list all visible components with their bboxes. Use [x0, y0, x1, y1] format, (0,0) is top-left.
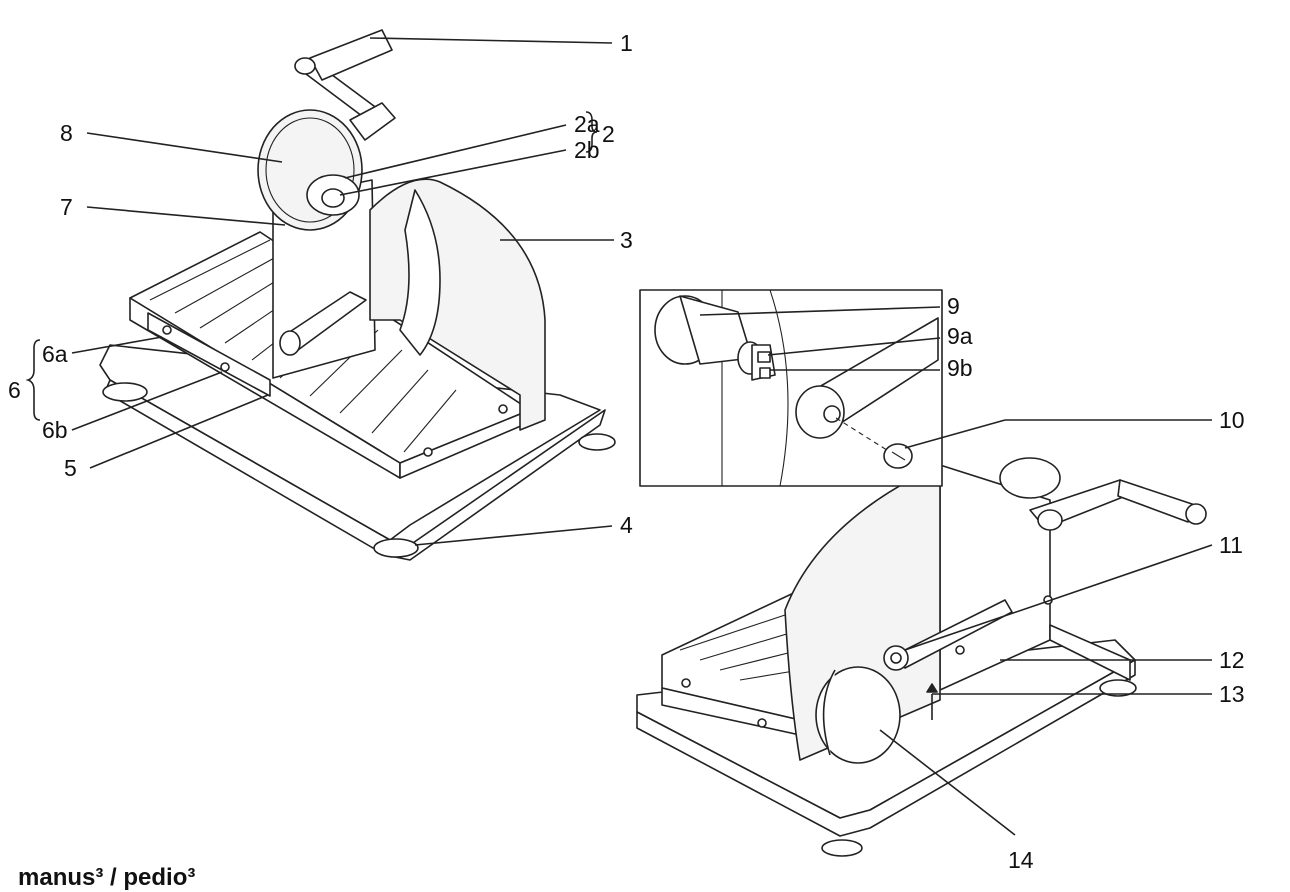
- part-labels: 1 2a 2b 2 3 4 5 6 6a 6b 7 8 9 9a 9b 10 1…: [8, 30, 1245, 891]
- inset-detail: [639, 289, 943, 487]
- label-2b: 2b: [574, 137, 600, 163]
- label-5: 5: [64, 455, 77, 481]
- label-6b: 6b: [42, 417, 68, 443]
- left-slicer-drawing: [99, 29, 616, 561]
- label-6a: 6a: [42, 341, 68, 367]
- label-14: 14: [1008, 847, 1034, 873]
- label-8: 8: [60, 120, 73, 146]
- label-6: 6: [8, 377, 21, 403]
- label-12: 12: [1219, 647, 1245, 673]
- label-10: 10: [1219, 407, 1245, 433]
- model-caption: manus³ / pedio³: [18, 864, 195, 891]
- label-7: 7: [60, 194, 73, 220]
- label-9b: 9b: [947, 355, 973, 381]
- label-2a: 2a: [574, 111, 600, 137]
- label-9a: 9a: [947, 323, 973, 349]
- label-13: 13: [1219, 681, 1245, 707]
- leader-lines: [25, 37, 1213, 836]
- label-4: 4: [620, 512, 633, 538]
- label-1: 1: [620, 30, 633, 56]
- label-2: 2: [602, 121, 615, 147]
- label-11: 11: [1219, 532, 1243, 558]
- label-9: 9: [947, 293, 960, 319]
- right-slicer-drawing: [636, 457, 1207, 857]
- label-3: 3: [620, 227, 633, 253]
